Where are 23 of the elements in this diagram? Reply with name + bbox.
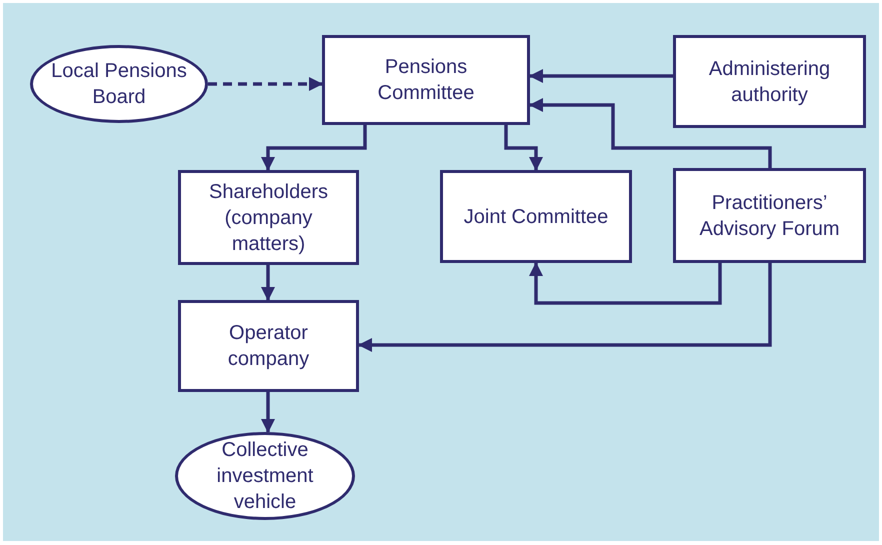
process-box [673,168,866,263]
arrow [358,263,772,352]
process-box [178,170,359,265]
arrow [261,265,275,301]
node-label: Administering authority [708,56,832,108]
process-box [673,35,866,128]
node-label: Shareholders (company matters) [208,180,329,256]
arrow [504,125,543,171]
node-label: Collective investment vehicle [216,438,314,515]
node-label: Practitioners’ Advisory Forum [698,190,841,242]
arrow [261,392,275,433]
node-label: Operator company [226,321,310,372]
arrow [529,98,772,168]
process-box [322,35,530,125]
process-box [178,300,359,392]
arrow [529,69,673,83]
node-label: Local Pensions Board [50,59,188,110]
arrow [529,262,722,305]
node-label: Joint Committee [464,204,608,230]
arrow [208,77,323,91]
process-box [440,170,632,263]
arrow [261,125,367,171]
node-label: Pensions Committee [376,55,476,106]
